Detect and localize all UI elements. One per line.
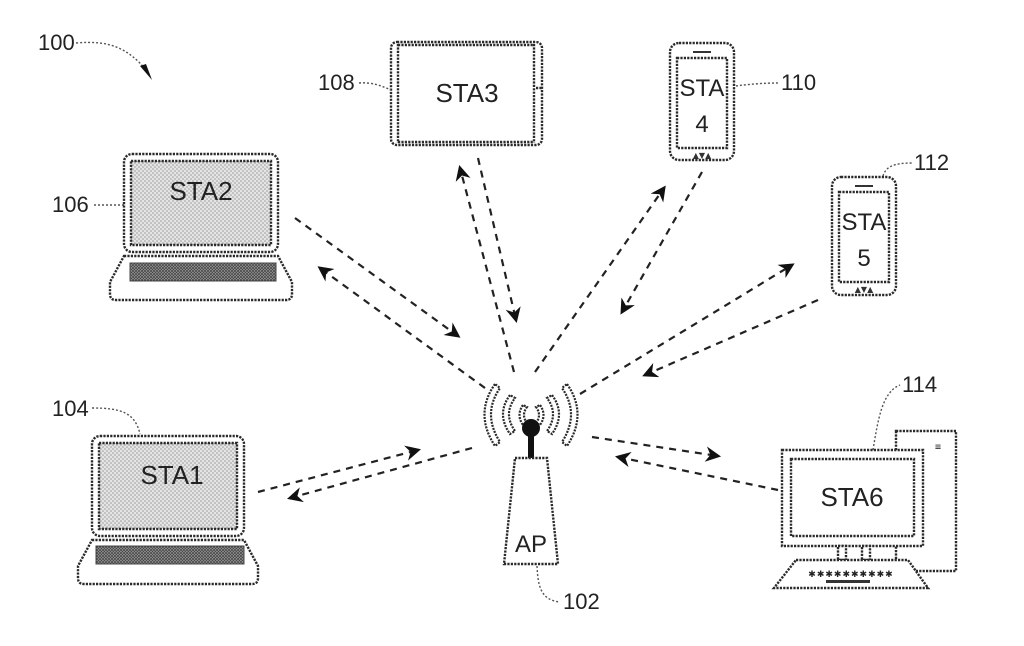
link-ap-sta4-uplink: [534, 185, 666, 373]
monitor-frame: [780, 448, 925, 548]
figure-leader-line: [75, 41, 149, 73]
antenna-icon: [522, 419, 540, 437]
signal-waves-icon: [483, 382, 579, 448]
sta1-leader-line: [91, 407, 141, 435]
tower-body: [502, 456, 560, 566]
ap-label: AP: [515, 531, 547, 558]
link-ap-sta5-downlink: [642, 298, 819, 378]
laptop-keyboard-icon: [95, 545, 245, 565]
sta3-reference: 108: [318, 70, 355, 95]
monitor-stand-right: [860, 544, 872, 562]
sta6-reference: 114: [902, 372, 937, 397]
sta4-label-line1: STA: [680, 75, 725, 102]
figure-arrow-icon: [140, 64, 152, 80]
sta3-label: STA3: [435, 78, 498, 108]
link-ap-sta5-uplink: [579, 263, 795, 395]
sta2-reference: 106: [52, 192, 89, 217]
sta6-label: STA6: [820, 482, 883, 512]
sta5-label-line2: 5: [857, 245, 870, 272]
antenna-mast: [528, 436, 534, 458]
sta1-label: STA1: [140, 460, 203, 490]
station-sta1[interactable]: STA1 104: [52, 396, 260, 586]
figure-reference-number: 100: [38, 30, 75, 55]
sta4-reference: 110: [781, 70, 816, 95]
link-ap-sta6-uplink: [614, 451, 779, 492]
sta4-leader-line: [735, 82, 779, 87]
phone-screen: [837, 190, 891, 284]
laptop-screen: [97, 441, 239, 531]
tower-vents-icon: ≡: [935, 442, 941, 453]
phone-buttons-icon: ▲▼▲: [855, 285, 874, 294]
tablet-body: [389, 40, 544, 147]
access-point[interactable]: AP 102: [483, 382, 600, 614]
sta5-leader-line: [882, 162, 913, 177]
monitor-screen: [789, 457, 916, 538]
link-ap-sta6-downlink: [591, 435, 722, 462]
link-ap-sta2-downlink: [294, 217, 461, 338]
phone-body: [830, 175, 898, 297]
sta3-leader-line: [358, 82, 392, 91]
links: [257, 157, 819, 503]
link-ap-sta1-downlink: [287, 446, 473, 503]
link-ap-sta2-uplink: [317, 266, 486, 389]
link-ap-sta3-downlink: [476, 157, 521, 323]
station-sta2[interactable]: STA2 106: [52, 152, 294, 302]
sta5-label-line1: STA: [842, 209, 887, 236]
phone-buttons-icon: ▲▼▲: [693, 151, 712, 160]
ap-reference: 102: [563, 589, 600, 614]
link-ap-sta1-uplink: [257, 445, 421, 494]
station-sta4[interactable]: ▲▼▲ STA 4 110: [668, 41, 816, 162]
sta6-leader-line: [872, 384, 901, 451]
laptop-keyboard-icon: [129, 262, 277, 282]
keyboard-icon: [771, 558, 931, 590]
monitor-stand-left: [836, 544, 848, 562]
ap-leader-line: [536, 565, 561, 603]
station-sta3[interactable]: STA3 108: [318, 40, 544, 147]
sta5-reference: 112: [914, 150, 949, 175]
figure-reference: 100: [38, 30, 152, 80]
keyboard-keys: ✱✱✱✱✱✱✱✱✱✱: [808, 570, 893, 580]
link-ap-sta3-uplink: [455, 165, 516, 373]
laptop-screen: [129, 159, 273, 247]
sta4-label-line2: 4: [695, 111, 708, 138]
station-sta6[interactable]: ≡ STA6 ✱✱✱✱✱✱✱✱✱✱ 114: [771, 372, 958, 590]
station-sta5[interactable]: ▲▼▲ STA 5 112: [830, 150, 949, 297]
phone-screen: [675, 56, 729, 150]
keyboard-spacebar: [826, 580, 870, 583]
sta1-reference: 104: [52, 396, 89, 421]
phone-body: [668, 41, 736, 162]
link-ap-sta4-downlink: [620, 171, 703, 315]
sta2-label: STA2: [169, 176, 232, 206]
